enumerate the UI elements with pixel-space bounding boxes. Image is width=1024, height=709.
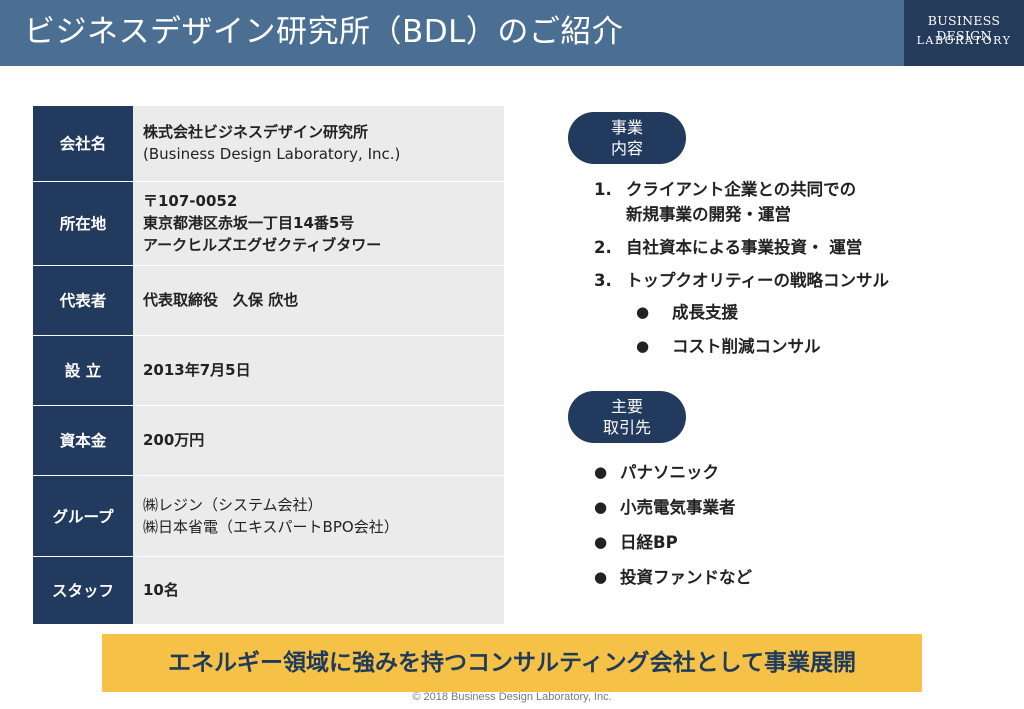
list-item: ● コスト削減コンサル (636, 334, 1014, 359)
table-row: グループ ㈱レジン（システム会社） ㈱日本省電（エキスパートBPO会社） (33, 475, 504, 557)
item-text: 新規事業の開発・運営 (626, 205, 791, 224)
item-text: 自社資本による事業投資・ 運営 (626, 238, 863, 257)
value-line: 株式会社ビジネスデザイン研究所 (143, 123, 369, 142)
tagline-banner: エネルギー領域に強みを持つコンサルティング会社として事業展開 (102, 634, 922, 692)
badge-line: 事業 (610, 118, 643, 137)
badge-line: 内容 (610, 139, 643, 158)
list-item: ● 小売電気事業者 (594, 495, 752, 520)
list-item: ● 日経BP (594, 530, 752, 555)
logo-line-2: LABORATORY (916, 34, 1012, 47)
table-row: 会社名 株式会社ビジネスデザイン研究所 (Business Design Lab… (33, 106, 504, 182)
row-label: グループ (33, 475, 133, 557)
row-label: 会社名 (33, 106, 133, 182)
value-line: ㈱レジン（システム会社） (143, 495, 323, 514)
item-number: 1. (594, 180, 612, 199)
item-text: 日経BP (620, 533, 678, 552)
bullet-icon: ● (594, 533, 608, 551)
bdl-logo: BUSINESS DESIGN LABORATORY (904, 0, 1024, 66)
header-bar: ビジネスデザイン研究所（BDL）のご紹介 BUSINESS DESIGN LAB… (0, 0, 1024, 66)
clients-badge: 主要 取引先 (568, 391, 686, 443)
list-item: ● パナソニック (594, 460, 752, 485)
bullet-icon: ● (636, 303, 650, 321)
table-row: スタッフ 10名 (33, 556, 504, 625)
row-value: 代表取締役 久保 欣也 (133, 265, 504, 336)
table-row: 所在地 〒107-0052 東京都港区赤坂一丁目14番5号 アークヒルズエグゼク… (33, 181, 504, 266)
value-line: ㈱日本省電（エキスパートBPO会社） (143, 517, 399, 536)
item-number: 2. (594, 238, 612, 257)
item-number: 3. (594, 271, 612, 290)
value-line: アークヒルズエグゼクティブタワー (143, 236, 382, 254)
item-text: コスト削減コンサル (672, 337, 821, 356)
item-text: トップクオリティーの戦略コンサル (626, 271, 890, 290)
row-value: 200万円 (133, 405, 504, 476)
badge-line: 主要 (610, 397, 643, 416)
list-item: ● 投資ファンドなど (594, 565, 752, 590)
table-row: 設 立 2013年7月5日 (33, 335, 504, 406)
logo-line-1: BUSINESS DESIGN (927, 13, 1001, 43)
bullet-icon: ● (594, 568, 608, 586)
item-text: パナソニック (620, 463, 719, 482)
company-info-table: 会社名 株式会社ビジネスデザイン研究所 (Business Design Lab… (33, 106, 504, 625)
value-line: 東京都港区赤坂一丁目14番5号 (143, 214, 355, 232)
bullet-icon: ● (594, 463, 608, 481)
clients-list: ● パナソニック ● 小売電気事業者 ● 日経BP ● 投資ファンドなど (594, 460, 752, 600)
badge-line: 取引先 (602, 418, 651, 437)
table-row: 資本金 200万円 (33, 405, 504, 476)
sub-list: ● 成長支援 ● コスト削減コンサル (594, 300, 1014, 359)
business-badge: 事業 内容 (568, 112, 686, 164)
row-value: 株式会社ビジネスデザイン研究所 (Business Design Laborat… (133, 106, 504, 182)
row-label: 代表者 (33, 265, 133, 336)
business-list: 1. クライアント企業との共同での 新規事業の開発・運営 2. 自社資本による事… (594, 177, 1014, 368)
row-label: 所在地 (33, 181, 133, 266)
list-item: 2. 自社資本による事業投資・ 運営 (594, 235, 1014, 260)
item-text: クライアント企業との共同での (626, 180, 857, 199)
list-item: ● 成長支援 (636, 300, 1014, 325)
value-line: 〒107-0052 (143, 192, 238, 210)
row-value: ㈱レジン（システム会社） ㈱日本省電（エキスパートBPO会社） (133, 475, 504, 557)
item-text: 小売電気事業者 (620, 498, 736, 517)
item-text: 成長支援 (672, 303, 738, 322)
list-item: 1. クライアント企業との共同での 新規事業の開発・運営 (594, 177, 1014, 227)
list-item: 3. トップクオリティーの戦略コンサル (594, 268, 1014, 293)
page-title: ビジネスデザイン研究所（BDL）のご紹介 (24, 14, 624, 50)
row-value: 10名 (133, 556, 504, 625)
item-text: 投資ファンドなど (620, 568, 752, 587)
row-value: 2013年7月5日 (133, 335, 504, 406)
row-label: 資本金 (33, 405, 133, 476)
copyright-footer: © 2018 Business Design Laboratory, Inc. (412, 691, 612, 703)
table-row: 代表者 代表取締役 久保 欣也 (33, 265, 504, 336)
row-value: 〒107-0052 東京都港区赤坂一丁目14番5号 アークヒルズエグゼクティブタ… (133, 181, 504, 266)
row-label: 設 立 (33, 335, 133, 406)
bullet-icon: ● (636, 337, 650, 355)
value-line: (Business Design Laboratory, Inc.) (143, 145, 401, 164)
row-label: スタッフ (33, 556, 133, 625)
bullet-icon: ● (594, 498, 608, 516)
